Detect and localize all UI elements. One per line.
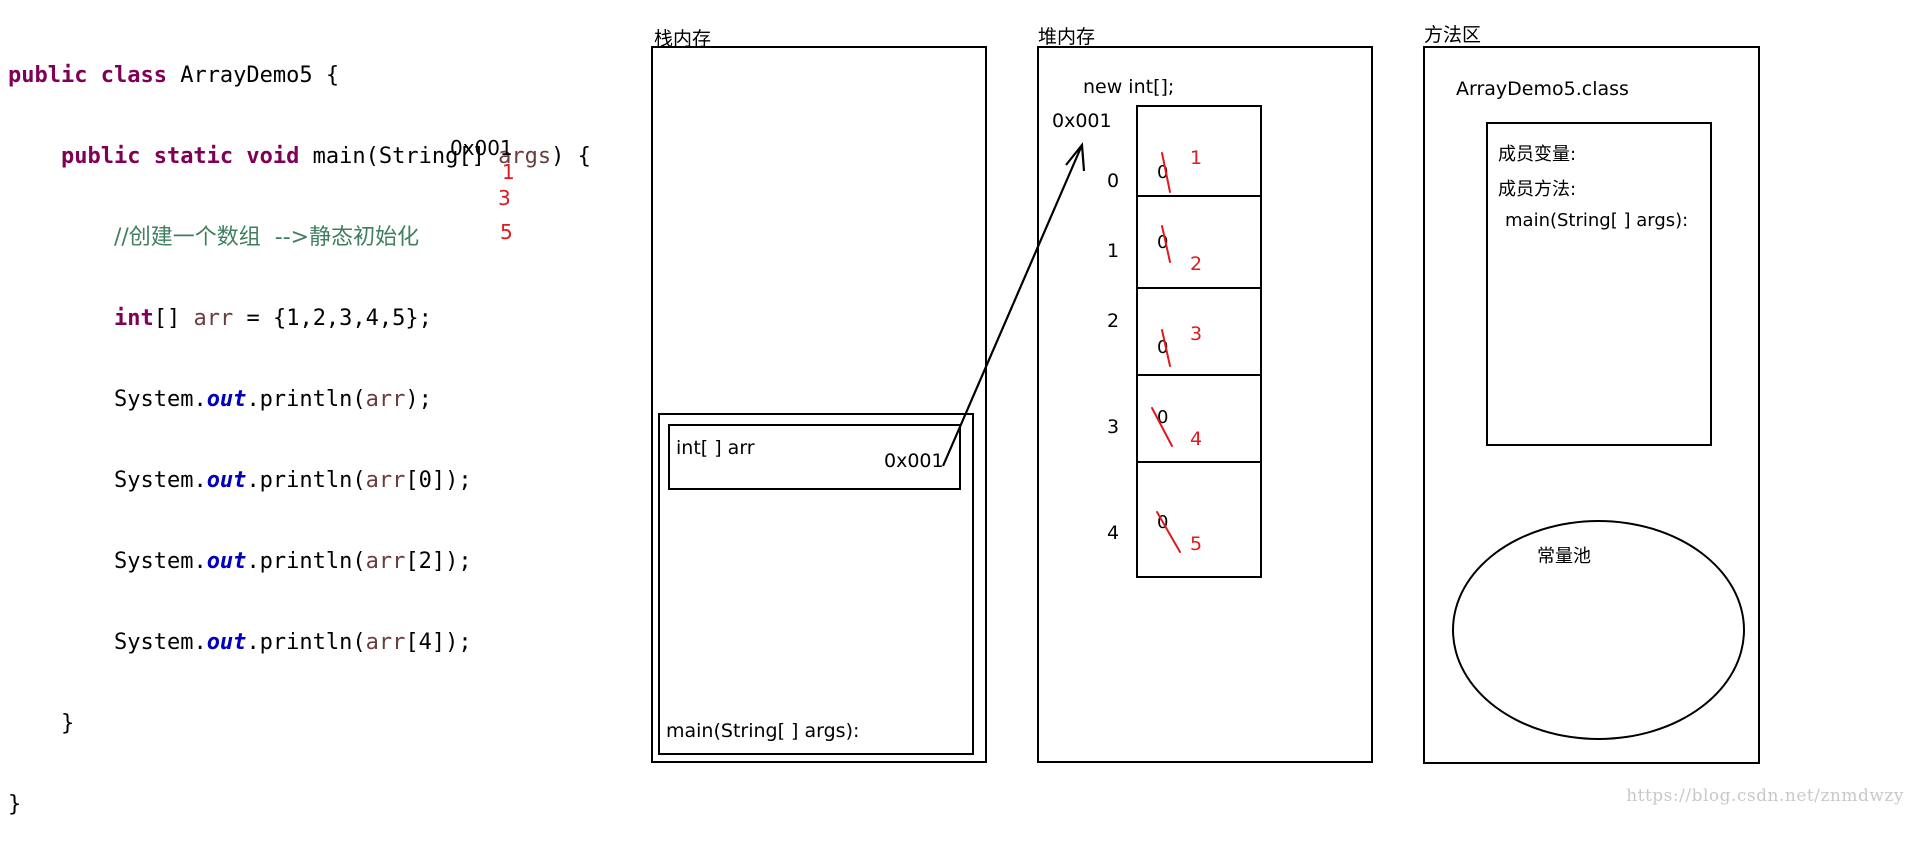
- strike-mark: [1161, 152, 1171, 193]
- code-line-close-method: }: [60, 711, 75, 736]
- member-variables-label: 成员变量:: [1498, 144, 1577, 165]
- arr-variable-slot: [668, 424, 961, 490]
- member-methods-label: 成员方法:: [1498, 179, 1577, 200]
- strike-mark: [1161, 329, 1171, 367]
- stack-memory: [651, 46, 987, 763]
- stack-title: 栈内存: [654, 28, 712, 50]
- stack-frame-label: main(String[ ] args):: [666, 720, 860, 742]
- code-line-main: public static void main(String[] args) {: [60, 144, 591, 169]
- array-assigned-value: 5: [1190, 533, 1203, 555]
- array-assigned-value: 4: [1190, 428, 1203, 450]
- new-array-label: new int[];: [1083, 76, 1175, 98]
- array-cell-divider: [1136, 287, 1262, 289]
- annotation-output-5: 5: [500, 220, 513, 244]
- reference-arrow: [941, 142, 1086, 467]
- code-listing: public class ArrayDemo5 { public static …: [8, 8, 591, 845]
- array-default-value: 0: [1157, 232, 1169, 253]
- array-default-value: 0: [1157, 162, 1169, 183]
- constant-pool-label: 常量池: [1537, 546, 1591, 567]
- array-index: 0: [1107, 170, 1120, 192]
- method-area-title: 方法区: [1424, 24, 1482, 46]
- code-line-println: System.out.println(arr[4]);: [113, 630, 472, 655]
- strike-mark: [1151, 407, 1173, 447]
- array-assigned-value: 1: [1190, 147, 1203, 169]
- array-cell-divider: [1136, 374, 1262, 376]
- heap-title: 堆内存: [1038, 26, 1096, 48]
- constant-pool: [1452, 520, 1745, 740]
- strike-marks: [1151, 152, 1181, 553]
- array-index: 1: [1107, 240, 1120, 262]
- array-cell-divider: [1136, 461, 1262, 463]
- arr-variable-value: 0x001: [884, 450, 944, 472]
- watermark: https://blog.csdn.net/znmdwzy: [1626, 786, 1904, 806]
- code-line-class: public class ArrayDemo5 {: [8, 63, 340, 88]
- method-area: [1423, 46, 1760, 764]
- class-name: ArrayDemo5.class: [1456, 78, 1629, 100]
- code-line-println: System.out.println(arr);: [113, 387, 432, 412]
- array-index: 4: [1107, 522, 1120, 544]
- annotation-output-1: 1: [502, 160, 515, 184]
- array-default-value: 0: [1157, 407, 1169, 428]
- array-cell-divider: [1136, 195, 1262, 197]
- array-default-value: 0: [1157, 337, 1169, 358]
- annotation-output-3: 3: [498, 186, 511, 210]
- heap-memory: [1037, 46, 1373, 763]
- array-assigned-value: 2: [1190, 253, 1203, 275]
- code-line-println: System.out.println(arr[0]);: [113, 468, 472, 493]
- diagram-strokes: [941, 142, 1181, 553]
- array-index: 2: [1107, 310, 1120, 332]
- code-line-array-init: int[] arr = {1,2,3,4,5};: [113, 306, 432, 331]
- array-index: 3: [1107, 416, 1120, 438]
- strike-mark: [1161, 225, 1171, 263]
- array-object: [1136, 105, 1262, 578]
- strike-mark: [1156, 511, 1181, 553]
- arr-variable-label: int[ ] arr: [676, 437, 755, 459]
- code-line-println: System.out.println(arr[2]);: [113, 549, 472, 574]
- annotation-address: 0x001: [450, 136, 513, 160]
- main-method-label: main(String[ ] args):: [1505, 210, 1689, 231]
- array-address: 0x001: [1052, 110, 1112, 132]
- array-assigned-value: 3: [1190, 323, 1203, 345]
- main-stack-frame: [658, 413, 974, 755]
- class-info-box: [1486, 122, 1712, 446]
- code-line-close-class: }: [8, 792, 22, 817]
- code-line-comment: //创建一个数组 -->静态初始化: [113, 225, 420, 250]
